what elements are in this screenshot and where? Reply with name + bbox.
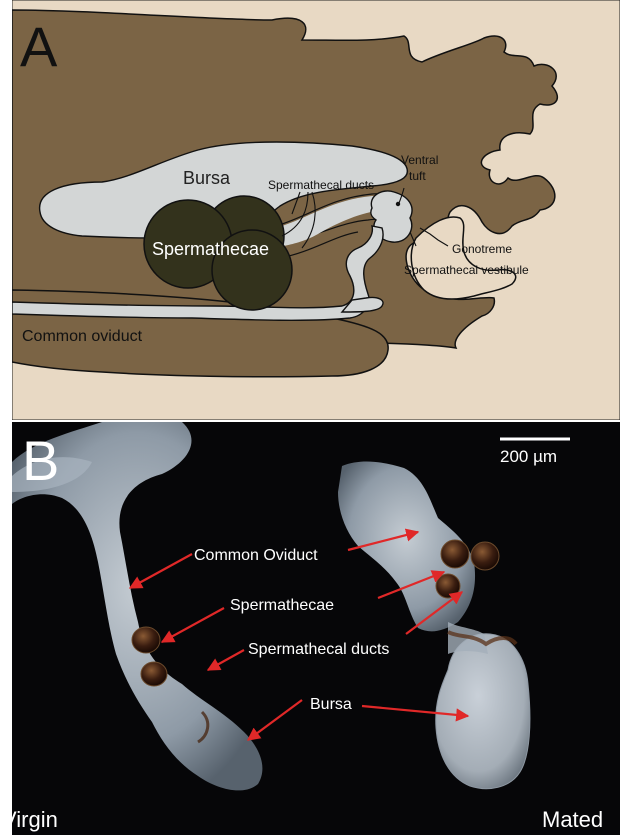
- label-bursa-b: Bursa: [310, 696, 352, 713]
- label-bursa: Bursa: [183, 168, 231, 188]
- panel-a-letter: A: [20, 15, 58, 78]
- label-common-oviduct-b: Common Oviduct: [194, 547, 318, 564]
- ventral-tuft-dot: [396, 202, 400, 206]
- label-spermathecae: Spermathecae: [152, 239, 269, 259]
- panel-a-diagram: A Bursa Spermathecal ducts Ventral tuft …: [12, 0, 620, 420]
- label-spermathecae-b: Spermathecae: [230, 597, 334, 614]
- label-common-oviduct: Common oviduct: [22, 328, 143, 345]
- label-spermathecal-vestibule: Spermathecal vestibule: [404, 263, 529, 277]
- label-spermathecal-ducts: Spermathecal ducts: [268, 178, 374, 192]
- label-virgin: Virgin: [12, 807, 58, 832]
- panel-b-svg: B 200 µm Common Oviduct Spermathecae Spe…: [12, 422, 620, 835]
- label-mated: Mated: [542, 807, 603, 832]
- label-ventral-tuft-1: Ventral: [401, 153, 438, 167]
- label-spermathecal-ducts-b: Spermathecal ducts: [248, 641, 389, 658]
- panel-b-letter: B: [22, 429, 59, 492]
- label-ventral-tuft-2: tuft: [409, 169, 426, 183]
- panel-a-svg: A Bursa Spermathecal ducts Ventral tuft …: [12, 0, 620, 420]
- panel-b-micrograph: B 200 µm Common Oviduct Spermathecae Spe…: [12, 422, 620, 835]
- scale-bar-label: 200 µm: [500, 447, 557, 466]
- label-gonotreme: Gonotreme: [452, 242, 512, 256]
